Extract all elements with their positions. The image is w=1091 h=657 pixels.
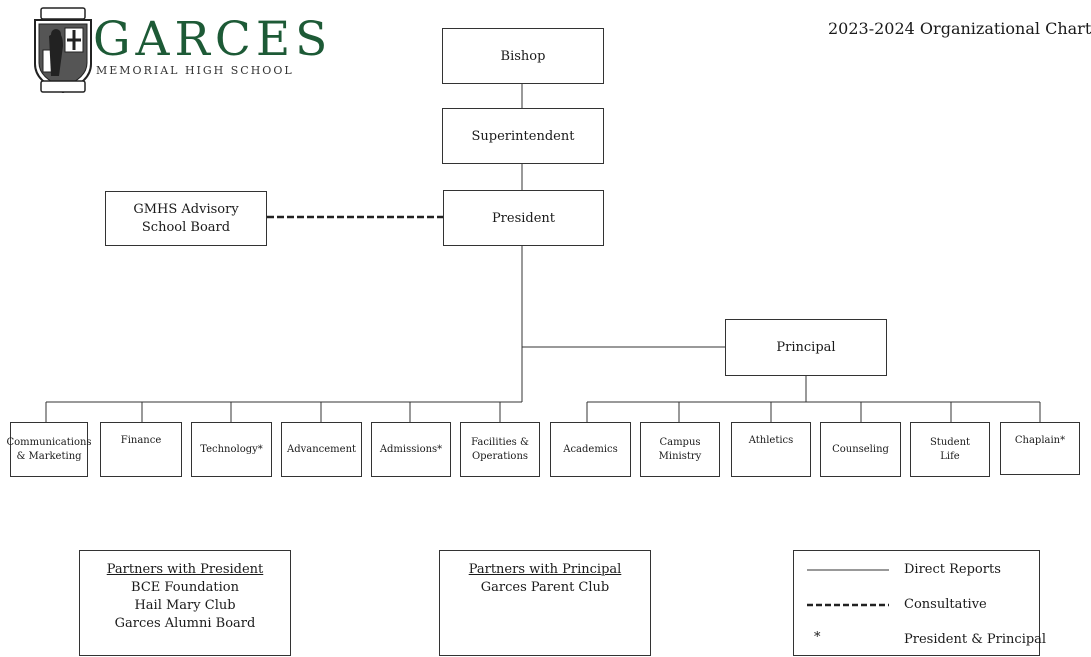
- partners-principal-heading: Partners with Principal: [468, 562, 622, 577]
- dept-chaplain: Chaplain*: [1000, 422, 1080, 475]
- legend-star-label: President & Principal: [904, 632, 1047, 647]
- partner-item: BCE Foundation: [131, 579, 239, 595]
- dept-athletics: Athletics: [731, 422, 811, 477]
- page-title: 2023-2024 Organizational Chart: [828, 19, 1091, 38]
- node-bishop: Bishop: [442, 28, 604, 84]
- dept-advancement: Advancement: [281, 422, 362, 477]
- partner-item: Garces Parent Club: [480, 579, 610, 595]
- dept-finance: Finance: [100, 422, 182, 477]
- legend: Direct Reports Consultative * President …: [793, 550, 1046, 656]
- partner-item: Hail Mary Club: [134, 597, 236, 613]
- legend-consultative-label: Consultative: [904, 597, 987, 612]
- dept-facilities-operations: Facilities &Operations: [460, 422, 540, 477]
- dept-communications-marketing: Communications& Marketing: [6, 422, 92, 477]
- partners-president-box: Partners with President BCE Foundation H…: [79, 550, 291, 656]
- dept-counseling: Counseling: [820, 422, 901, 477]
- dept-technology: Technology*: [191, 422, 272, 477]
- dept-academics: Academics: [550, 422, 631, 477]
- legend-direct-label: Direct Reports: [904, 562, 1001, 577]
- school-logo: GARCES MEMORIAL HIGH SCHOOL: [29, 6, 327, 96]
- dept-admissions: Admissions*: [371, 422, 451, 477]
- partner-item: Garces Alumni Board: [114, 615, 256, 631]
- node-president: President: [443, 190, 604, 246]
- logo-wordmark: GARCES: [93, 12, 333, 67]
- node-principal: Principal: [725, 319, 887, 376]
- legend-swatches: [807, 569, 889, 607]
- partners-principal-box: Partners with Principal Garces Parent Cl…: [439, 550, 651, 656]
- school-crest-icon: [34, 7, 92, 94]
- node-superintendent: Superintendent: [442, 108, 604, 164]
- partners-president-heading: Partners with President: [106, 562, 264, 577]
- logo-subtitle: MEMORIAL HIGH SCHOOL: [96, 64, 294, 77]
- asterisk-icon: *: [814, 630, 821, 645]
